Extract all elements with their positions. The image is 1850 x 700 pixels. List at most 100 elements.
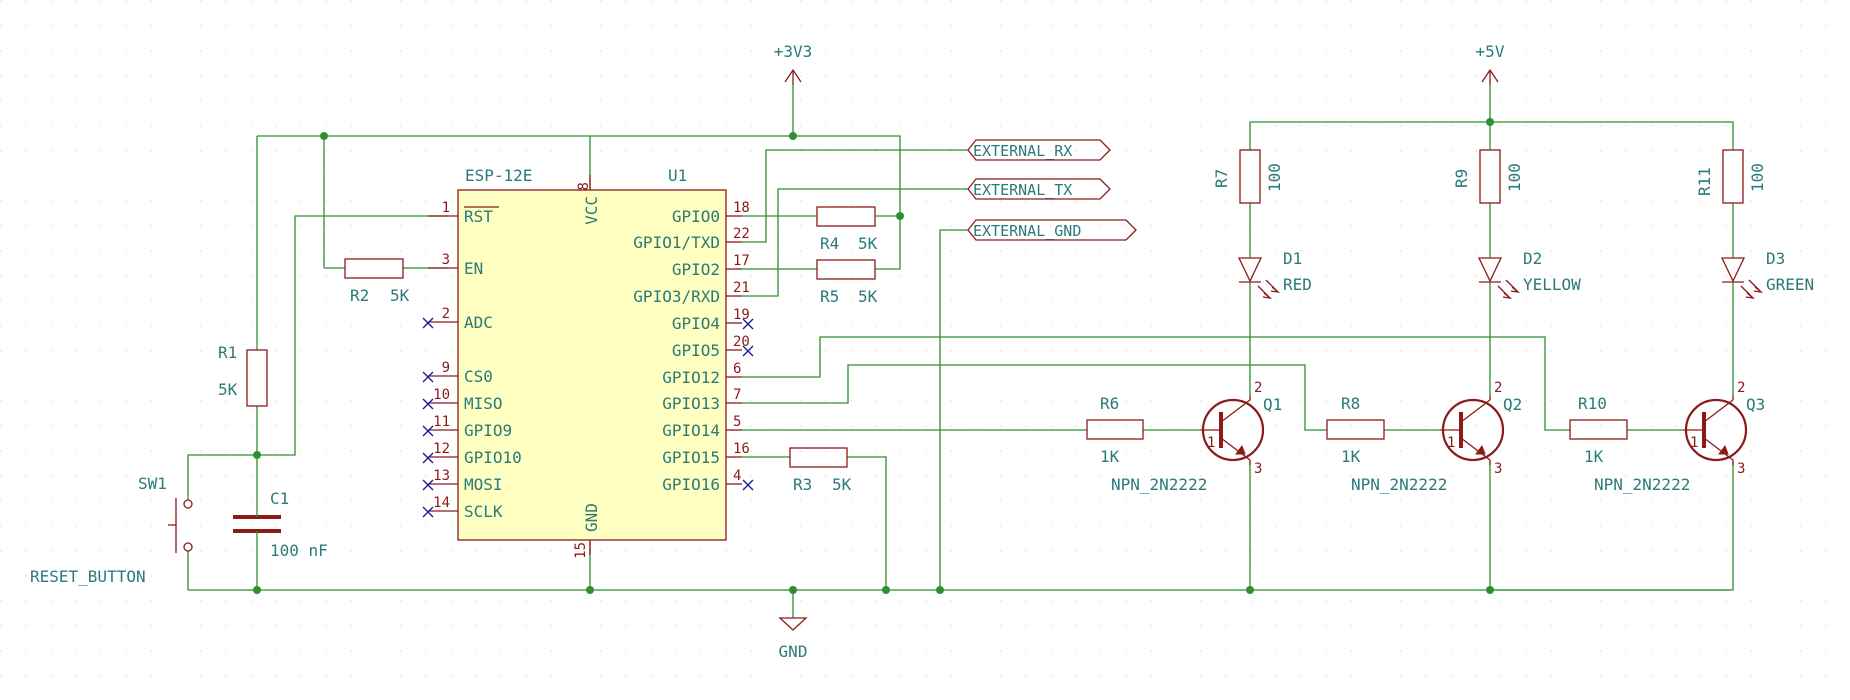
u1-pin-gpio3-rxd: 21 GPIO3/RXD — [633, 280, 750, 306]
u1-pin-number: 13 — [433, 468, 450, 484]
switch-sw1: SW1 RESET_BUTTON — [30, 474, 193, 586]
r11-value: 100 — [1748, 163, 1767, 192]
u1-pin-number: 6 — [733, 361, 741, 377]
resistor-r11: R11 100 — [1695, 149, 1767, 204]
u1-gnd-name: GND — [582, 503, 601, 532]
resistor-r8: R8 1K — [1326, 394, 1385, 466]
u1-pin-name: ADC — [464, 313, 493, 332]
u1-pin-number: 14 — [433, 495, 450, 511]
u1-ref: U1 — [668, 166, 687, 185]
gnd-symbol: GND — [778, 617, 808, 661]
resistor-r5: R5 5K — [816, 259, 878, 306]
u1-vcc-num: 8 — [576, 182, 592, 190]
u1-pin-name: GPIO12 — [662, 368, 720, 387]
r4-value: 5K — [858, 234, 878, 253]
u1-pin-number: 10 — [433, 387, 450, 403]
u1-pin-number: 21 — [733, 280, 750, 296]
r10-ref: R10 — [1578, 394, 1607, 413]
u1-pin-name: GPIO1/TXD — [633, 233, 720, 252]
u1-value: ESP-12E — [465, 166, 532, 185]
led-value: YELLOW — [1523, 275, 1581, 294]
u1-pin-number: 4 — [733, 468, 741, 484]
u1-pin-rst: 1 RST — [428, 200, 499, 226]
label-external-tx: EXTERNAL_TX — [967, 178, 1111, 200]
transistor-ref: Q2 — [1503, 395, 1522, 414]
u1-pin-number: 18 — [733, 200, 750, 216]
u1-vcc-name: VCC — [582, 196, 601, 225]
r10-value: 1K — [1584, 447, 1604, 466]
u1-pin-adc: 2 ADC — [422, 306, 493, 332]
resistor-r1: R1 5K — [218, 343, 268, 407]
transistor-collector-pin: 2 — [1737, 380, 1745, 396]
r5-ref: R5 — [820, 287, 839, 306]
resistor-r4: R4 5K — [816, 206, 878, 253]
u1-pin-number: 11 — [433, 414, 450, 430]
u1-esp12e: ESP-12E U1 8 VCC 15 GND — [457, 166, 727, 559]
u1-pin-number: 1 — [442, 200, 450, 216]
transistor-collector-pin: 2 — [1494, 380, 1502, 396]
u1-pin-number: 2 — [442, 306, 450, 322]
u1-pin-name: MOSI — [464, 475, 503, 494]
r1-value: 5K — [218, 380, 238, 399]
c1-ref: C1 — [270, 489, 289, 508]
resistor-r9: R9 100 — [1452, 149, 1524, 204]
power-3v3-symbol: +3V3 — [774, 42, 813, 85]
power-3v3-label: +3V3 — [774, 42, 813, 61]
capacitor-c1: C1 100 nF — [233, 489, 328, 560]
u1-pin-name: EN — [464, 259, 483, 278]
r7-ref: R7 — [1212, 169, 1231, 188]
u1-pin-gpio4: 19 GPIO4 — [672, 307, 754, 333]
c1-value: 100 nF — [270, 541, 328, 560]
r5-value: 5K — [858, 287, 878, 306]
resistor-r2: R2 5K — [344, 258, 410, 305]
r9-value: 100 — [1505, 163, 1524, 192]
label-external-tx-text: EXTERNAL_TX — [973, 181, 1072, 199]
transistor-base-pin: 1 — [1690, 435, 1698, 451]
led-ref: D3 — [1766, 249, 1785, 268]
u1-pin-number: 19 — [733, 307, 750, 323]
u1-pin-gpio1-txd: 22 GPIO1/TXD — [633, 226, 750, 252]
u1-pin-number: 22 — [733, 226, 750, 242]
r3-ref: R3 — [793, 475, 812, 494]
r7-value: 100 — [1265, 163, 1284, 192]
transistors: 123Q1NPN_2N2222123Q2NPN_2N2222123Q3NPN_2… — [1111, 380, 1765, 494]
r8-value: 1K — [1341, 447, 1361, 466]
u1-right-pins: 18GPIO022GPIO1/TXD17GPIO221GPIO3/RXD19GP… — [633, 200, 754, 494]
resistor-r6: R6 1K — [1086, 394, 1144, 466]
u1-pin-name: SCLK — [464, 502, 503, 521]
led-value: RED — [1283, 275, 1312, 294]
u1-pin-name: GPIO2 — [672, 260, 720, 279]
u1-pin-number: 5 — [733, 414, 741, 430]
u1-pin-name: RST — [464, 207, 493, 226]
label-external-rx: EXTERNAL_RX — [967, 139, 1111, 161]
r2-value: 5K — [390, 286, 410, 305]
label-external-rx-text: EXTERNAL_RX — [973, 142, 1072, 160]
u1-pin-gpio12: 6 GPIO12 — [662, 361, 742, 387]
u1-pin-name: GPIO3/RXD — [633, 287, 720, 306]
r2-ref: R2 — [350, 286, 369, 305]
r9-ref: R9 — [1452, 169, 1471, 188]
u1-pin-number: 20 — [733, 334, 750, 350]
label-external-gnd: EXTERNAL_GND — [967, 219, 1137, 241]
resistor-r3: R3 5K — [789, 447, 852, 494]
transistor-base-pin: 1 — [1447, 435, 1455, 451]
u1-pin-number: 12 — [433, 441, 450, 457]
u1-pin-number: 7 — [733, 387, 741, 403]
u1-pin-mosi: 13 MOSI — [422, 468, 503, 494]
resistor-r7: R7 100 — [1212, 149, 1284, 204]
r6-ref: R6 — [1100, 394, 1119, 413]
u1-pin-name: GPIO4 — [672, 314, 720, 333]
wires — [187, 85, 1734, 618]
